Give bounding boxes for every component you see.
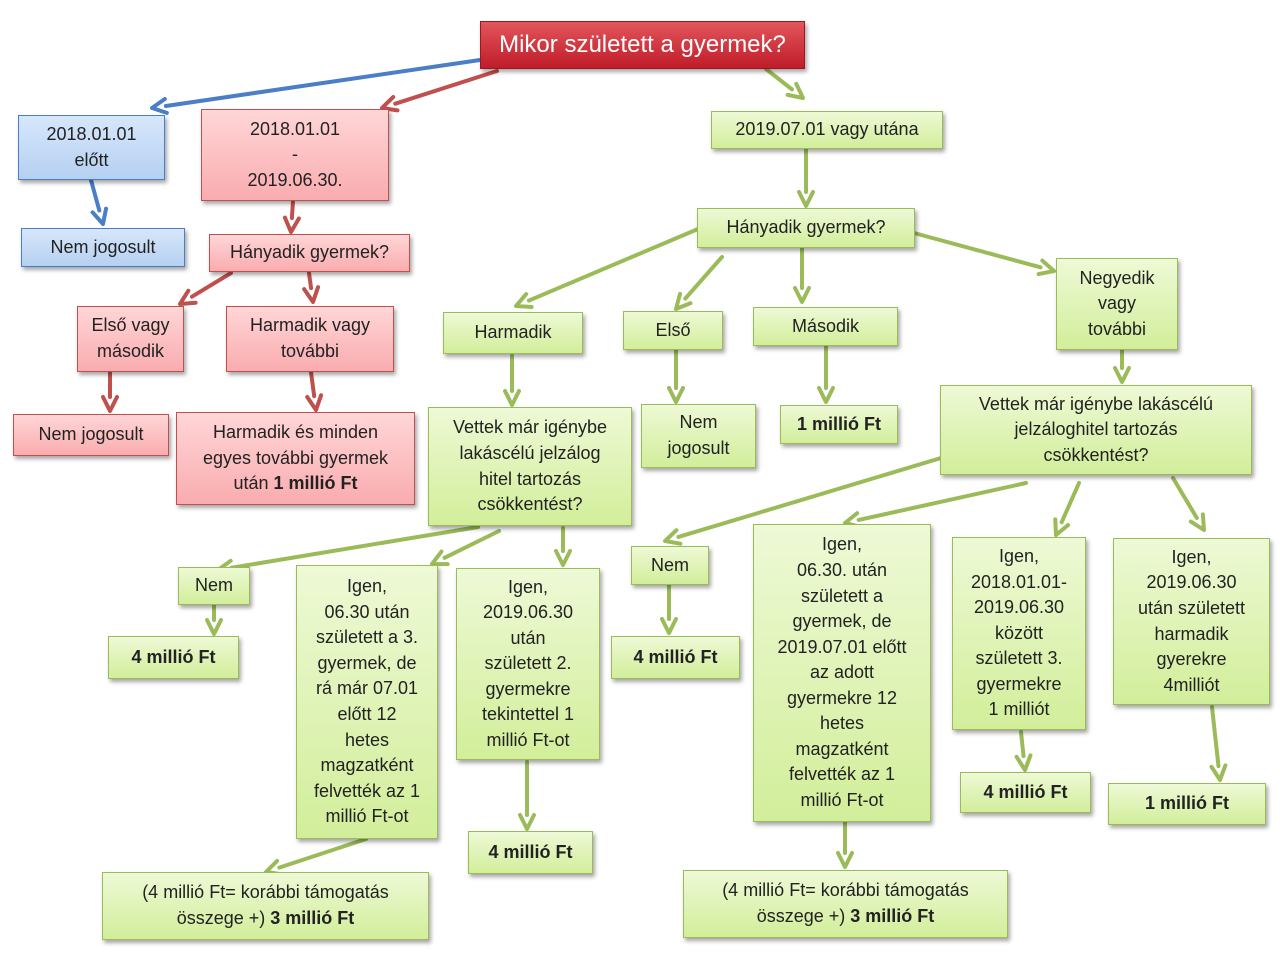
question-which-child-red: Hányadik gyermek? bbox=[209, 234, 410, 272]
result-4m-d-amount: 4 millió Ft bbox=[983, 781, 1068, 802]
arrow-second-1m bbox=[817, 345, 835, 404]
arrow-right-q-no bbox=[663, 456, 943, 546]
result-3m-right-text: (4 millió Ft= korábbi támogatás összege … bbox=[722, 880, 969, 926]
arrow-left-q-yes-b bbox=[554, 526, 572, 567]
arrow-first-not-eligible bbox=[667, 348, 685, 404]
result-4m-a-amount: 4 millió Ft bbox=[131, 646, 216, 667]
arrow-range-which-child bbox=[282, 199, 301, 234]
result-3m-left-text: (4 millió Ft= korábbi támogatás összege … bbox=[142, 882, 389, 928]
arrow-which-second bbox=[793, 246, 811, 304]
arrow-root-after-2019 bbox=[764, 67, 805, 100]
arrow-which-third-more bbox=[302, 271, 321, 304]
arrow-yes-e-1m bbox=[1209, 705, 1228, 782]
result-third-child-text: Harmadik és minden egyes további gyermek… bbox=[202, 422, 389, 494]
option-first-or-second: Első vagy második bbox=[77, 306, 184, 372]
arrow-before-not-eligible bbox=[89, 178, 109, 226]
result-4m-b: 4 millió Ft bbox=[611, 636, 740, 679]
arrow-which-fourth bbox=[912, 231, 1056, 277]
result-4m-b-amount: 4 millió Ft bbox=[633, 646, 718, 667]
answer-yes-a: Igen, 06.30 után született a 3. gyermek,… bbox=[296, 565, 438, 839]
option-second: Második bbox=[753, 307, 898, 346]
result-4m-c: 4 millió Ft bbox=[468, 831, 593, 874]
result-3m-right: (4 millió Ft= korábbi támogatás összege … bbox=[683, 870, 1008, 938]
arrow-yes-d-4m bbox=[1014, 730, 1033, 772]
arrow-third-more-result bbox=[305, 370, 324, 412]
result-not-eligible-blue: Nem jogosult bbox=[21, 228, 185, 267]
arrow-fourth-question bbox=[1113, 348, 1131, 384]
arrow-yes-b-4m bbox=[518, 760, 536, 831]
arrow-right-q-yes-e bbox=[1171, 476, 1206, 532]
result-second-1m-amount: 1 millió Ft bbox=[796, 413, 881, 434]
question-mortgage-left: Vettek már igénybe lakáscélú jelzálog hi… bbox=[428, 407, 632, 526]
option-after-2019: 2019.07.01 vagy utána bbox=[711, 111, 943, 149]
answer-yes-e: Igen, 2019.06.30 után született harmadik… bbox=[1113, 538, 1270, 705]
result-second-1m: 1 millió Ft bbox=[780, 405, 898, 444]
question-which-child-green: Hányadik gyermek? bbox=[697, 208, 915, 248]
option-before-2018: 2018.01.01 előtt bbox=[18, 115, 165, 180]
arrow-root-range bbox=[380, 69, 499, 113]
result-third-child-1m: Harmadik és minden egyes további gyermek… bbox=[176, 412, 415, 505]
question-birth-date: Mikor született a gyermek? bbox=[480, 21, 805, 69]
arrow-no-right-4m bbox=[660, 584, 678, 635]
arrow-third-question bbox=[503, 354, 521, 407]
arrow-after-which-child bbox=[797, 147, 815, 208]
arrow-yes-a-3m bbox=[264, 837, 368, 877]
result-not-eligible-green: Nem jogosult bbox=[641, 404, 756, 468]
option-third: Harmadik bbox=[443, 312, 583, 354]
arrow-no-left-4m bbox=[205, 603, 223, 636]
arrow-which-first bbox=[674, 255, 724, 311]
arrow-first-second-not-eligible bbox=[101, 370, 119, 413]
result-not-eligible-red: Nem jogosult bbox=[13, 414, 169, 456]
arrow-which-first-second bbox=[178, 271, 233, 306]
option-third-or-more-red: Harmadik vagy további bbox=[226, 306, 394, 372]
result-4m-d: 4 millió Ft bbox=[960, 772, 1091, 813]
answer-yes-d: Igen, 2018.01.01- 2019.06.30 között szül… bbox=[952, 537, 1086, 730]
arrow-right-q-yes-c bbox=[843, 481, 1028, 529]
answer-yes-c: Igen, 06.30. után született a gyermek, d… bbox=[753, 524, 931, 822]
option-fourth-or-more: Negyedik vagy további bbox=[1056, 258, 1178, 350]
option-first: Első bbox=[623, 311, 723, 350]
arrow-right-q-yes-d bbox=[1053, 481, 1081, 537]
option-2018-2019-range: 2018.01.01 - 2019.06.30. bbox=[201, 109, 389, 201]
arrow-left-q-yes-a bbox=[430, 529, 501, 567]
question-mortgage-right: Vettek már igénybe lakáscélú jelzáloghit… bbox=[940, 385, 1252, 475]
result-1m-e-amount: 1 millió Ft bbox=[1144, 793, 1229, 814]
result-3m-left-amount: 3 millió Ft bbox=[270, 908, 355, 928]
arrow-which-third bbox=[514, 227, 700, 309]
result-4m-a: 4 millió Ft bbox=[108, 636, 239, 679]
answer-yes-b: Igen, 2019.06.30 után született 2. gyerm… bbox=[456, 568, 600, 760]
arrow-yes-c-3m bbox=[836, 820, 854, 869]
result-3m-left: (4 millió Ft= korábbi támogatás összege … bbox=[102, 872, 429, 940]
arrow-root-before-2018 bbox=[150, 58, 482, 115]
result-third-child-amount: 1 millió Ft bbox=[273, 473, 358, 494]
answer-no-left: Nem bbox=[178, 567, 250, 605]
result-3m-right-amount: 3 millió Ft bbox=[850, 906, 935, 926]
answer-no-right: Nem bbox=[631, 546, 709, 585]
result-1m-e: 1 millió Ft bbox=[1108, 783, 1266, 825]
result-4m-c-amount: 4 millió Ft bbox=[488, 841, 573, 862]
